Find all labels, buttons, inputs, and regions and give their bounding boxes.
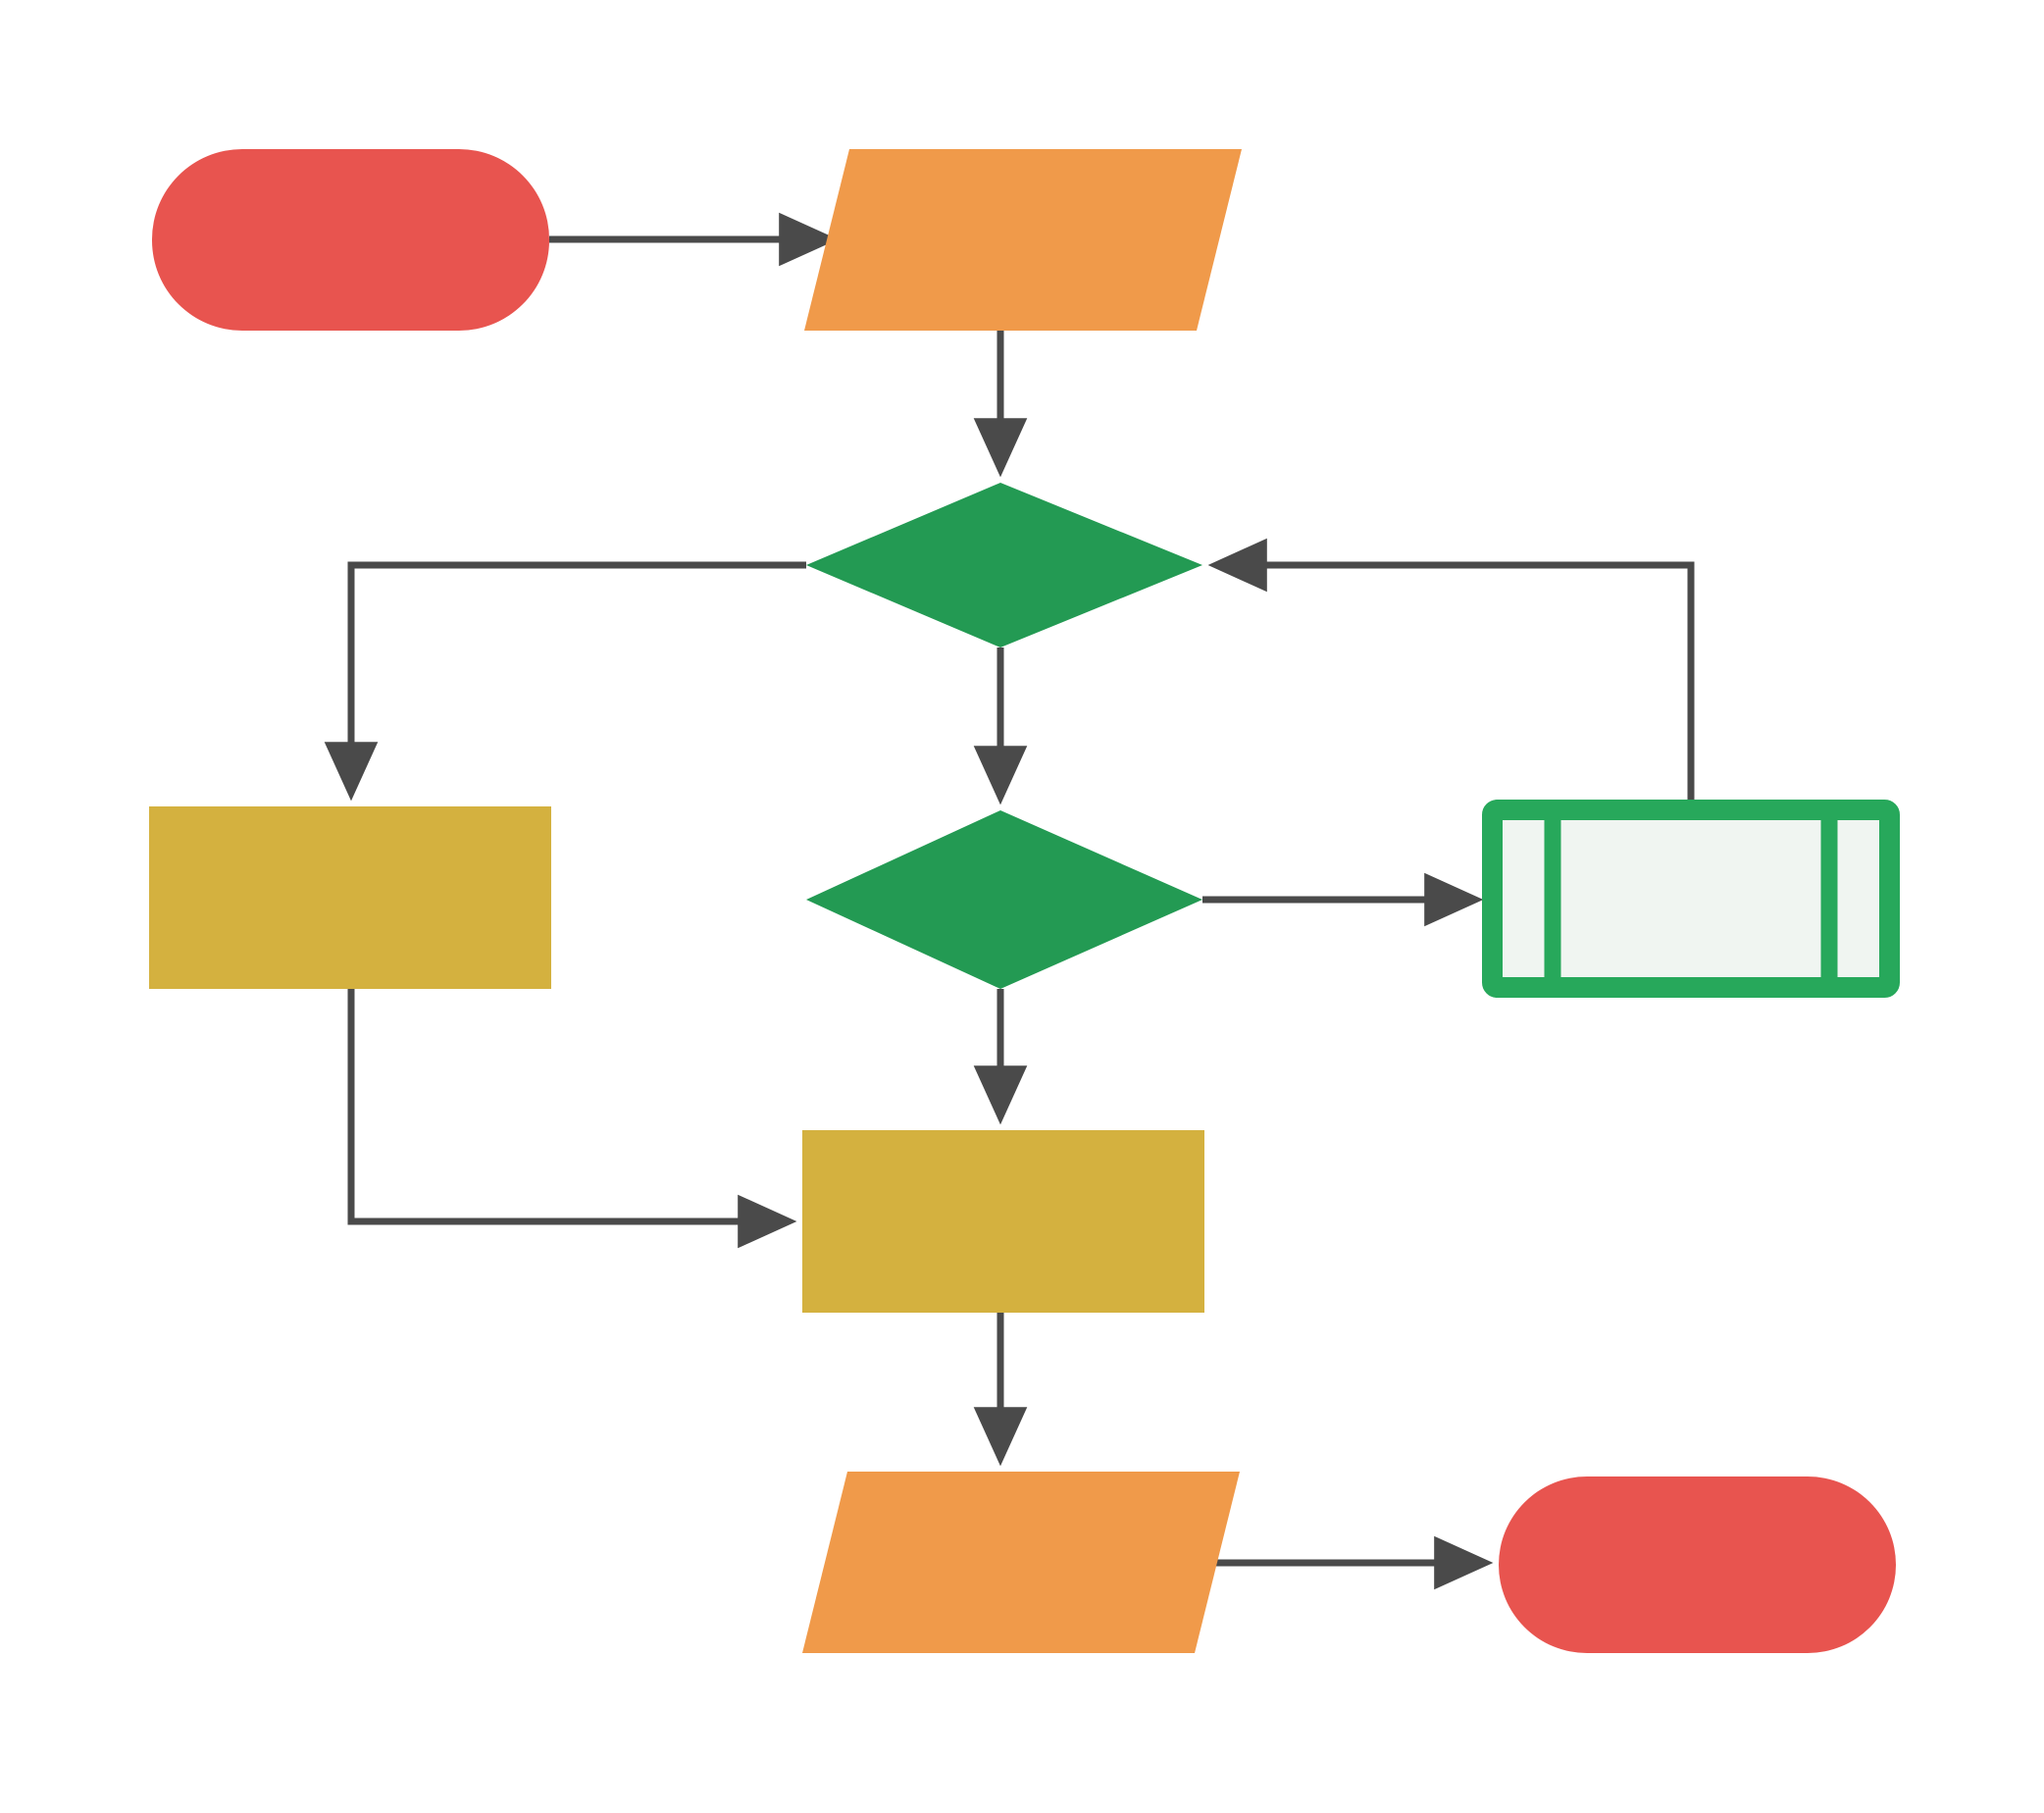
input-parallelogram-shape[interactable] — [804, 149, 1242, 331]
node-input-parallelogram[interactable] — [804, 149, 1242, 331]
decision-2-shape[interactable] — [806, 810, 1202, 989]
node-start-terminator[interactable] — [152, 149, 549, 331]
process-left-shape[interactable] — [149, 806, 551, 989]
start-terminator-shape[interactable] — [152, 149, 549, 331]
process-center-shape[interactable] — [802, 1130, 1204, 1313]
edge-subroutine-feedback-to-decision1 — [1207, 538, 1695, 806]
node-decision-2[interactable] — [806, 810, 1202, 989]
output-parallelogram-shape[interactable] — [802, 1472, 1240, 1653]
node-decision-1[interactable] — [806, 483, 1202, 648]
edge-decision1-to-process-left — [324, 561, 806, 802]
subroutine-outer-shape[interactable] — [1482, 800, 1900, 998]
node-end-terminator[interactable] — [1499, 1476, 1896, 1653]
node-output-parallelogram[interactable] — [802, 1472, 1240, 1653]
nodes-layer — [149, 149, 1900, 1653]
end-terminator-shape[interactable] — [1499, 1476, 1896, 1653]
node-process-left[interactable] — [149, 806, 551, 989]
edges-layer — [324, 212, 1695, 1590]
node-subroutine[interactable] — [1482, 800, 1900, 998]
node-process-center[interactable] — [802, 1130, 1204, 1313]
decision-1-shape[interactable] — [806, 483, 1202, 648]
edge-process-left-to-process-center — [347, 989, 797, 1249]
